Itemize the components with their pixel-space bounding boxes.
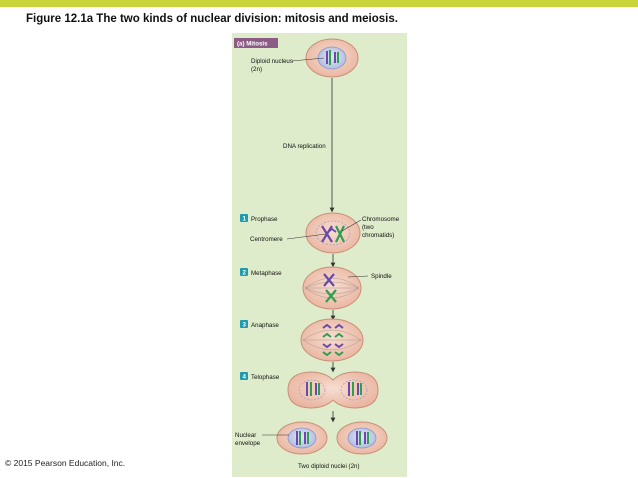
step-2-badge: 2 (240, 268, 248, 277)
accent-bar (0, 0, 638, 7)
panel-tag-label: (a) Mitosis (237, 41, 268, 48)
figure-title: Figure 12.1a The two kinds of nuclear di… (26, 13, 398, 25)
two-diploid-nuclei-label: Two diploid nuclei (2n) (298, 463, 360, 470)
chromosome-label: Chromosome (362, 216, 400, 223)
chromosome-label-line2: (two (362, 224, 374, 231)
prophase-label: Prophase (251, 216, 278, 223)
anaphase-cell (300, 318, 364, 362)
step-4-badge: 4 (240, 372, 248, 381)
telophase-label: Telophase (251, 374, 280, 381)
nuclear-envelope-label-line2: envelope (235, 440, 261, 447)
svg-text:1: 1 (243, 216, 247, 223)
svg-text:3: 3 (243, 322, 247, 329)
leader-line (347, 275, 369, 278)
copyright-notice: © 2015 Pearson Education, Inc. (5, 458, 126, 468)
chromosome-pair (326, 50, 339, 65)
step-3-badge: 3 (240, 320, 248, 329)
spindle-label: Spindle (371, 273, 392, 280)
telophase-cell (287, 371, 379, 409)
diploid-nucleus-label: Diploid nucleus (251, 58, 293, 65)
step-1-badge: 1 (240, 214, 248, 223)
panel-tag: (a) Mitosis (234, 38, 278, 48)
leader-line (341, 219, 362, 232)
dna-replication-label: DNA replication (283, 143, 326, 150)
interphase-cell (305, 38, 359, 78)
metaphase-label: Metaphase (251, 270, 282, 277)
svg-text:2: 2 (243, 270, 247, 277)
daughter-cell-right (336, 421, 388, 455)
centromere-label: Centromere (250, 236, 283, 243)
chromosome-label-line3: chromatids) (362, 232, 394, 239)
prophase-cell (305, 212, 361, 254)
leader-line (286, 233, 327, 240)
diploid-nucleus-ploidy: (2n) (251, 66, 262, 73)
leader-line (291, 57, 325, 62)
nuclear-envelope-label: Nuclear (235, 432, 256, 439)
metaphase-cell (302, 266, 362, 310)
svg-text:4: 4 (243, 374, 247, 381)
anaphase-label: Anaphase (251, 322, 279, 329)
daughter-cell-left (276, 421, 328, 455)
